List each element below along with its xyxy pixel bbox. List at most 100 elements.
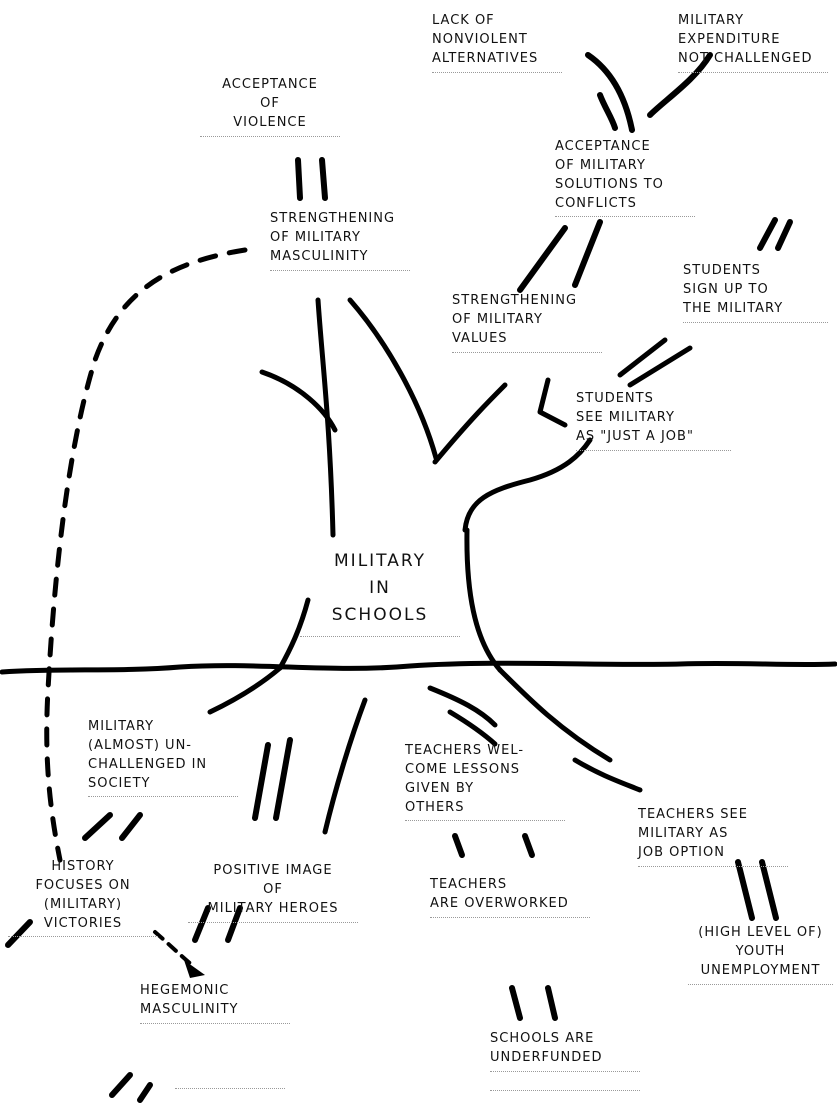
node-acceptance-violence: Acceptance of Violence xyxy=(200,76,340,137)
rule-teachers-overworked xyxy=(430,916,590,918)
node-youth-unemployment: (High Level of) Youth Unemployment xyxy=(688,924,833,985)
conn-bottom-1 xyxy=(109,1072,133,1098)
node-strengthening-values: Strengthening of Military Values xyxy=(452,292,602,353)
conn-lack-2 xyxy=(597,92,618,131)
label-acceptance-violence: Acceptance of Violence xyxy=(222,77,318,130)
label-strengthening-masculinity: Strengthening of Military Masculinity xyxy=(270,211,396,264)
root-mid xyxy=(427,685,498,728)
central-problem-label: Military in Schools xyxy=(331,551,429,626)
branch-students xyxy=(617,337,668,378)
conn-welcome-1 xyxy=(452,833,465,858)
rule-youth-unemployment xyxy=(688,983,833,985)
conn-underfunded-2 xyxy=(545,985,558,1021)
rule-history-focuses xyxy=(8,936,158,938)
conn-expenditure xyxy=(647,52,713,118)
node-teachers-see-job: Teachers See Military as Job Option xyxy=(638,806,788,867)
conn-hegemonic-2 xyxy=(225,905,243,943)
label-teachers-see-job: Teachers See Military as Job Option xyxy=(638,807,748,860)
root-left xyxy=(207,665,283,715)
bottom-rule-right xyxy=(490,1090,640,1091)
rule-students-see-job xyxy=(576,449,731,451)
central-problem-node: Military in Schools xyxy=(300,548,460,637)
node-teachers-overworked: Teachers are Overworked xyxy=(430,876,590,918)
conn-bottom-2 xyxy=(137,1082,153,1103)
root-positive-2 xyxy=(273,737,293,821)
rule-acceptance-military-solutions xyxy=(555,216,695,218)
conn-hegemonic-1 xyxy=(192,905,211,943)
dashed-to-hegemonic xyxy=(153,930,194,967)
arrowhead-hegemonic xyxy=(184,960,205,978)
node-hegemonic-masculinity: Hegemonic Masculinity xyxy=(140,982,290,1024)
conn-underfunded-1 xyxy=(509,985,523,1021)
label-military-unchallenged: Military (Almost) Un- challenged in Soci… xyxy=(88,719,208,791)
branch-students-2 xyxy=(627,345,693,388)
rule-students-sign-up xyxy=(683,321,828,323)
node-students-sign-up: Students Sign up to The Military xyxy=(683,262,828,323)
label-teachers-overworked: Teachers are Overworked xyxy=(430,877,569,911)
label-military-expenditure: Military Expenditure Not Challenged xyxy=(678,13,813,66)
root-positive-1 xyxy=(252,742,271,821)
node-history-focuses: History Focuses on (Military) Victories xyxy=(8,858,158,938)
trunk-right-lower xyxy=(464,527,503,673)
node-schools-underfunded: Schools are underfunded xyxy=(490,1030,640,1072)
label-positive-image: Positive Image of Military Heroes xyxy=(207,863,339,916)
label-students-see-job: Students See Military as "Just a Job" xyxy=(576,391,694,444)
conn-history-1 xyxy=(82,812,113,841)
rule-military-unchallenged xyxy=(88,796,238,798)
conn-violence-2 xyxy=(319,157,328,201)
rule-strengthening-values xyxy=(452,351,602,353)
trunk-right xyxy=(462,437,593,533)
conn-left-1 xyxy=(5,919,33,948)
label-hegemonic-masculinity: Hegemonic Masculinity xyxy=(140,983,239,1017)
branch-mid xyxy=(432,382,508,465)
conn-slash-1 xyxy=(757,217,778,251)
central-problem-rule xyxy=(300,635,460,637)
rule-acceptance-violence xyxy=(200,135,340,137)
branch-left xyxy=(259,369,338,433)
conn-history-2 xyxy=(119,812,143,841)
root-right xyxy=(497,667,613,763)
node-acceptance-military-solutions: Acceptance of Military Solutions to Conf… xyxy=(555,138,695,218)
label-lack-nonviolent: Lack of Nonviolent Alternatives xyxy=(432,13,539,66)
trunk-left xyxy=(315,297,336,538)
conn-lack xyxy=(585,52,635,133)
label-history-focuses: History Focuses on (Military) Victories xyxy=(35,859,131,931)
ground-line xyxy=(0,660,837,675)
conn-slash-2 xyxy=(775,219,793,251)
node-students-see-job: Students See Military as "Just a Job" xyxy=(576,390,731,451)
conn-welcome-2 xyxy=(522,833,535,858)
label-strengthening-values: Strengthening of Military Values xyxy=(452,293,578,346)
rule-positive-image xyxy=(188,921,358,923)
conn-youth-2 xyxy=(759,859,779,921)
rule-lack-nonviolent xyxy=(432,71,562,73)
rule-strengthening-masculinity xyxy=(270,269,410,271)
label-schools-underfunded: Schools are underfunded xyxy=(490,1031,603,1065)
dashed-feedback-loop xyxy=(44,247,248,863)
rule-hegemonic-masculinity xyxy=(140,1022,290,1024)
node-lack-nonviolent: Lack of Nonviolent Alternatives xyxy=(432,12,562,73)
branch-mid-left xyxy=(347,297,439,461)
conn-youth-1 xyxy=(735,859,755,921)
label-students-sign-up: Students Sign up to The Military xyxy=(683,263,784,316)
node-positive-image: Positive Image of Military Heroes xyxy=(188,862,358,923)
node-teachers-welcome: Teachers Wel- come Lessons Given by Othe… xyxy=(405,742,565,822)
root-mid-left xyxy=(322,697,368,835)
label-youth-unemployment: (High Level of) Youth Unemployment xyxy=(698,925,823,978)
branch-v-right xyxy=(537,377,568,428)
node-military-unchallenged: Military (Almost) Un- challenged in Soci… xyxy=(88,718,238,798)
conn-values-2 xyxy=(572,219,603,288)
conn-values-1 xyxy=(517,225,568,293)
rule-teachers-see-job xyxy=(638,865,788,867)
node-strengthening-masculinity: Strengthening of Military Masculinity xyxy=(270,210,410,271)
rule-schools-underfunded xyxy=(490,1070,640,1072)
bottom-rule-left xyxy=(175,1088,285,1089)
rule-military-expenditure xyxy=(678,71,828,73)
root-right-2 xyxy=(572,757,643,793)
label-teachers-welcome: Teachers Wel- come Lessons Given by Othe… xyxy=(405,743,525,815)
conn-violence-1 xyxy=(295,157,303,201)
root-mid-2 xyxy=(447,709,498,747)
node-military-expenditure: Military Expenditure Not Challenged xyxy=(678,12,828,73)
rule-teachers-welcome xyxy=(405,820,565,822)
